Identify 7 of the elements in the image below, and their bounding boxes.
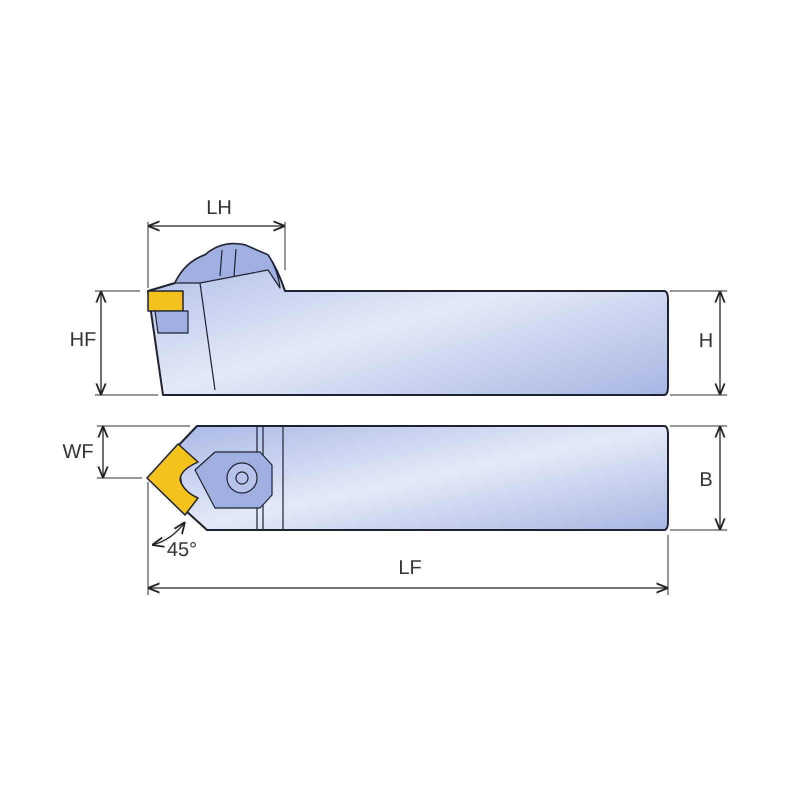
- dimension-label: 45°: [166, 540, 198, 560]
- dimension-label: LH: [206, 198, 232, 218]
- dimension-label: LF: [398, 558, 422, 578]
- dimension-label: HF: [70, 330, 96, 350]
- dimension-label: B: [699, 470, 713, 490]
- dimension-label: WF: [62, 442, 94, 462]
- dimension-label: H: [698, 331, 714, 351]
